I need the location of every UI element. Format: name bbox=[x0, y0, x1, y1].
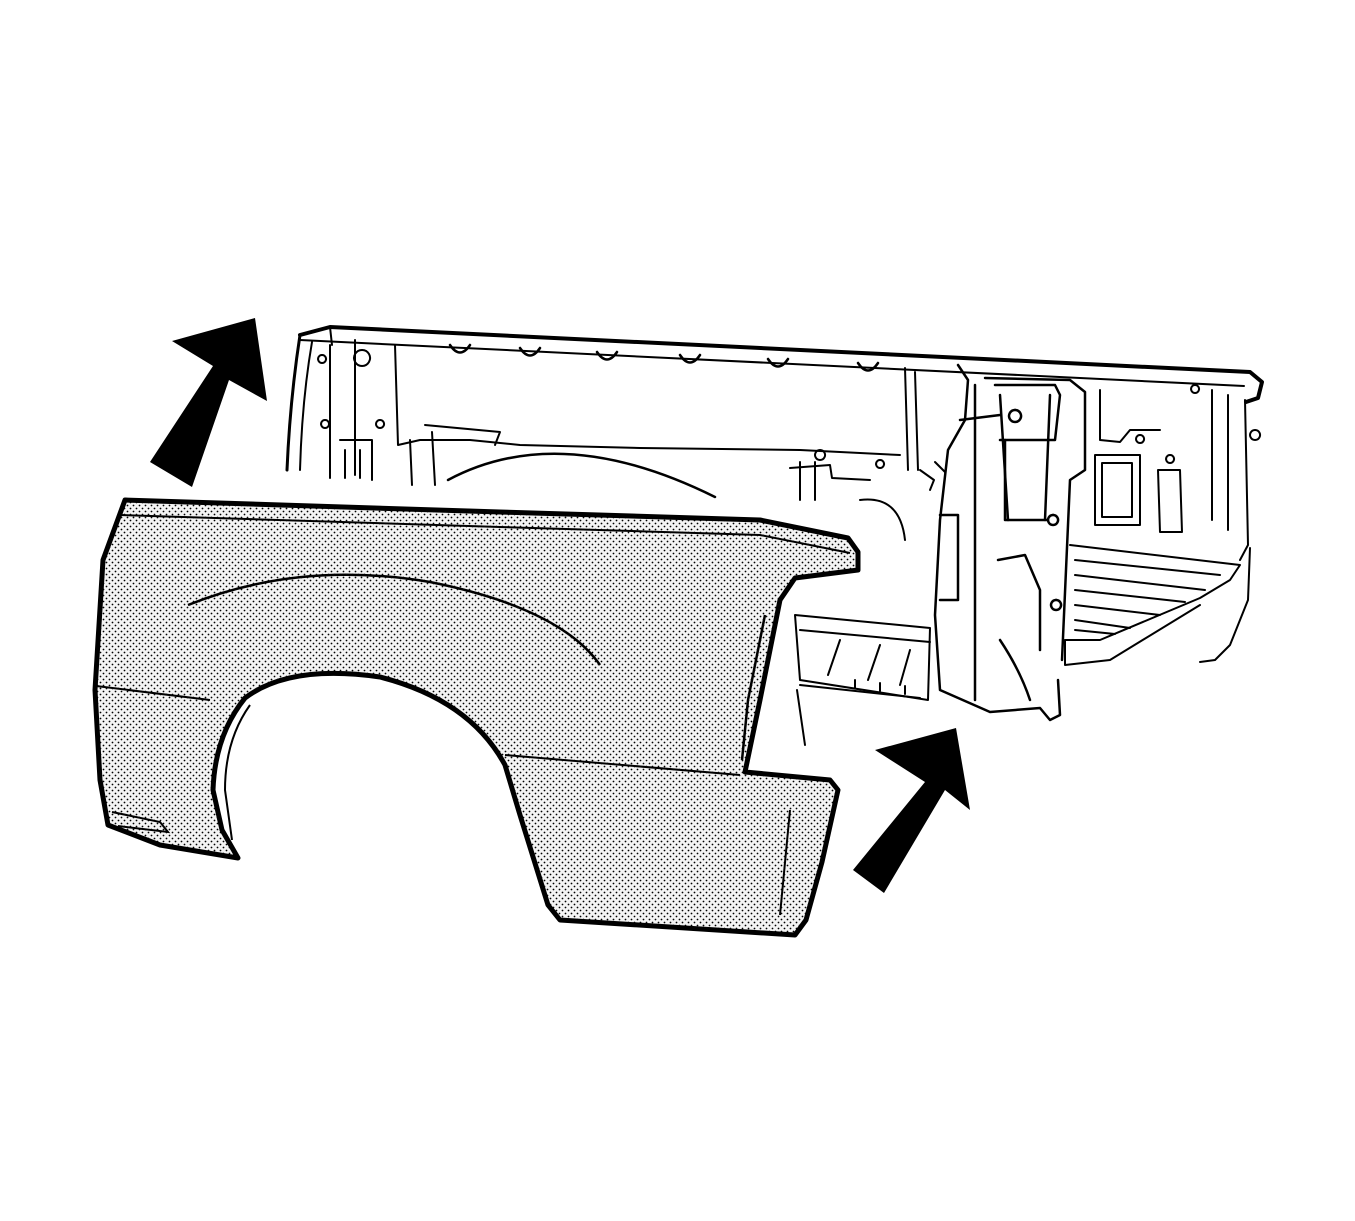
box-rear-corner-pillar bbox=[933, 363, 1087, 722]
panel-character-line bbox=[187, 573, 602, 666]
box-floor bbox=[794, 544, 1241, 746]
outer-side-panel-body bbox=[92, 497, 861, 938]
lift-arrow-front bbox=[150, 318, 267, 487]
box-front-panel bbox=[1094, 384, 1262, 663]
pickup-box-assembly bbox=[285, 325, 1264, 746]
lift-arrow-rear bbox=[853, 728, 970, 893]
box-inner-side-wall bbox=[317, 339, 946, 541]
outer-side-panel bbox=[92, 497, 861, 938]
